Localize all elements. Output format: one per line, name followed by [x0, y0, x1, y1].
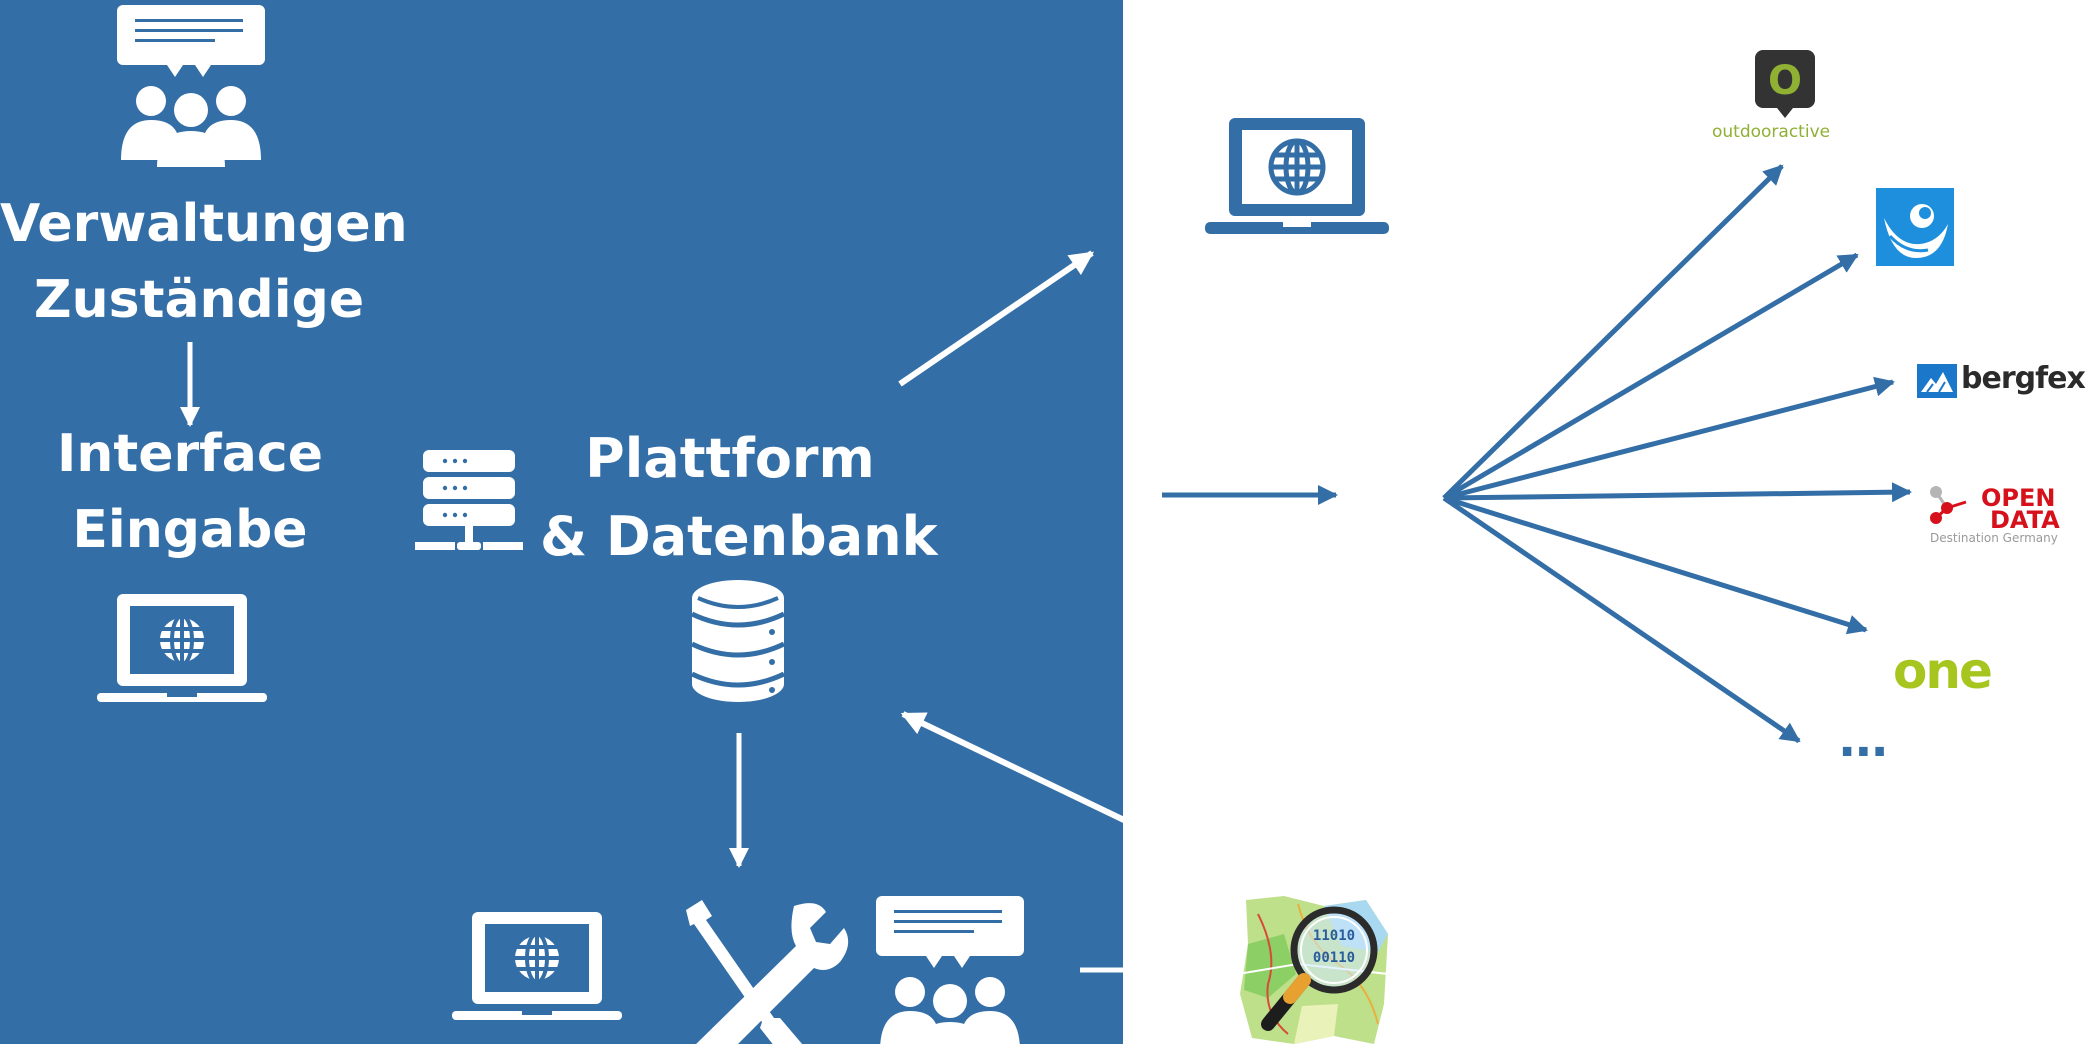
more-partners-ellipsis: ... [1838, 712, 1889, 768]
arrow-map-to-database [900, 711, 1226, 871]
opendata-wordmark-open: OPEN [1981, 484, 2056, 512]
label-eingabe: Eingabe [72, 500, 308, 560]
arrow-to-bergfex [1443, 376, 1895, 501]
server-icon [415, 450, 523, 550]
left-panel-background [0, 0, 1123, 1044]
map-binary-line-1: 11010 [1313, 928, 1355, 944]
label-verwaltungen: Verwaltungen [0, 194, 408, 254]
label-datenbank: & Datenbank [540, 505, 938, 568]
map-search-icon: 11010 00110 [1237, 896, 1389, 1044]
label-zustaendige: Zuständige [33, 270, 365, 330]
label-interface: Interface [57, 424, 323, 484]
web-laptop-icon [1205, 118, 1389, 234]
outdooractive-wordmark: outdooractive [1712, 122, 1831, 142]
opendata-wordmark-data: DATA [1990, 506, 2060, 534]
blue-wave-logo-icon [1876, 188, 1954, 266]
arrow-to-one [1443, 495, 1868, 635]
map-binary-line-2: 00110 [1313, 950, 1355, 966]
arrow-platform-to-web [898, 250, 1094, 387]
arrow-to-blue-logo [1442, 252, 1859, 501]
opendata-subtitle: Destination Germany [1930, 531, 2058, 545]
outdooractive-logo-icon: O [1755, 50, 1815, 118]
arrow-to-more [1442, 495, 1801, 744]
outdooractive-mark: O [1768, 58, 1802, 104]
opendata-logo-icon [1930, 486, 1967, 524]
output-laptop-icon [450, 910, 624, 1022]
bergfex-wordmark: bergfex [1961, 361, 2086, 396]
label-plattform: Plattform [585, 427, 875, 490]
bergfex-logo-icon [1917, 364, 1957, 398]
interface-laptop-icon [95, 592, 269, 704]
database-icon [690, 580, 786, 702]
arrow-to-opendata [1443, 482, 1912, 503]
tools-icon [686, 900, 849, 1044]
one-wordmark: one [1893, 642, 1993, 700]
distribution-arrows [1442, 164, 1912, 744]
arrow-to-outdooractive [1442, 164, 1784, 500]
